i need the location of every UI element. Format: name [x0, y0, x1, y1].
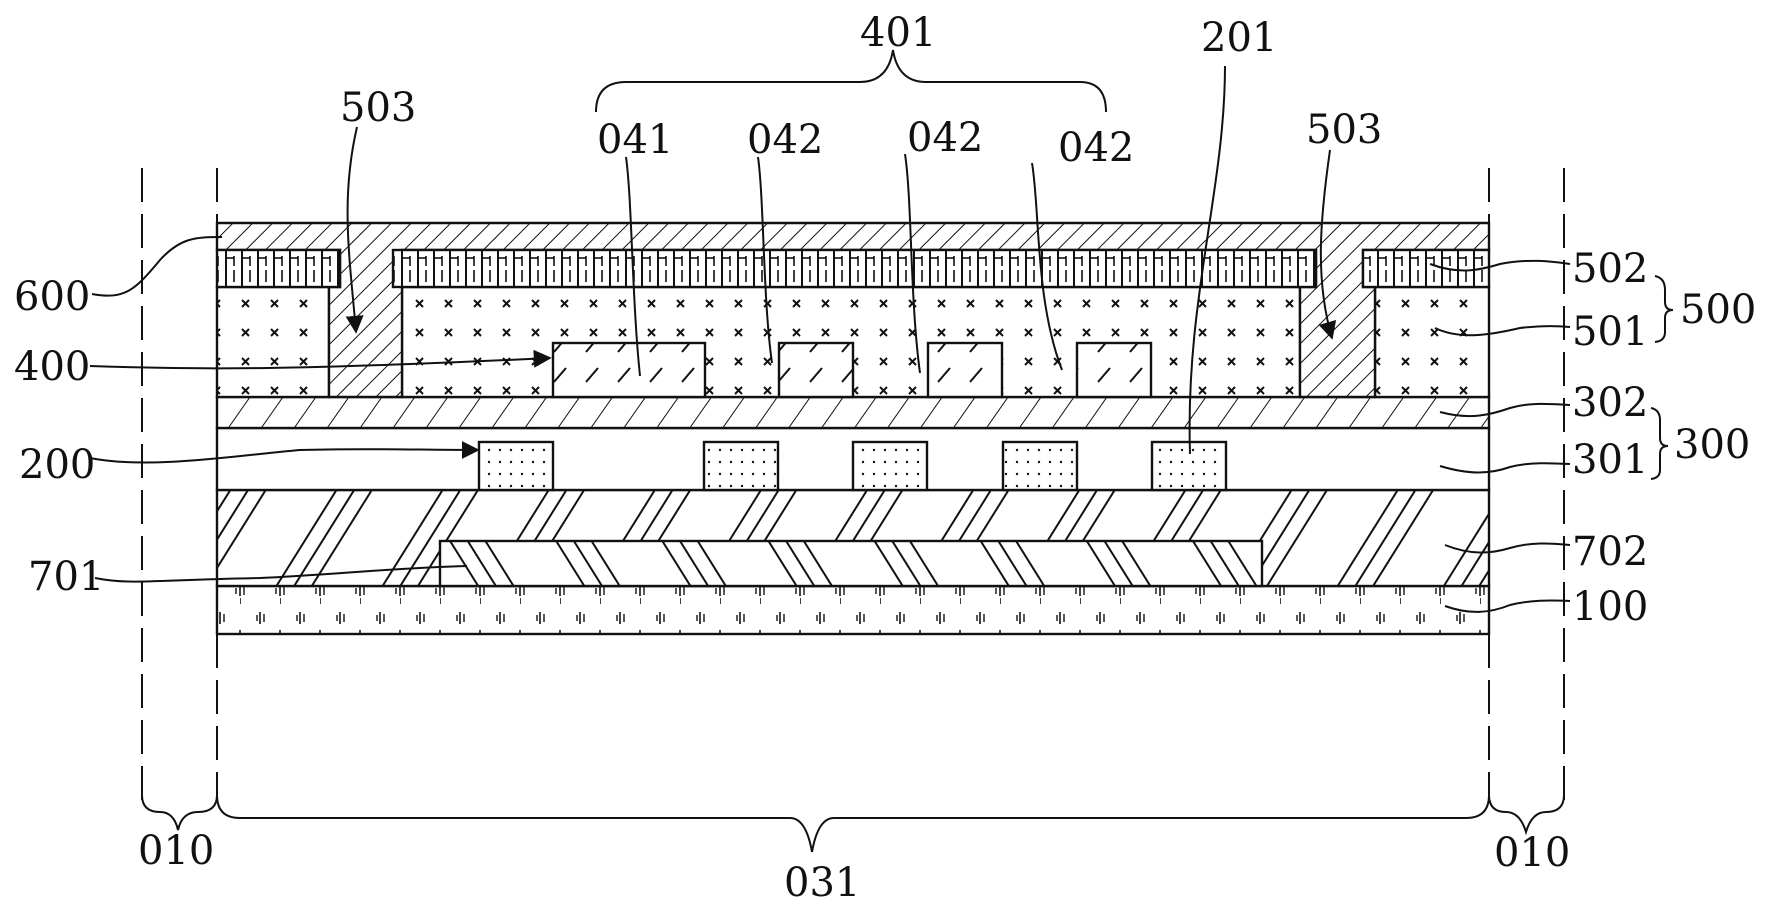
element-200	[477, 440, 555, 492]
brace-010-left	[141, 794, 218, 831]
arrow-503-left	[345, 126, 364, 334]
element-200	[851, 440, 929, 492]
layer-502-left	[215, 248, 342, 289]
label-501: 501	[1572, 309, 1648, 355]
brace-300	[1650, 407, 1669, 480]
label-042: 042	[907, 115, 983, 161]
arrow-503-right	[1318, 149, 1337, 340]
leader-041	[625, 156, 641, 377]
layer-502-right	[1361, 248, 1491, 289]
label-300: 300	[1674, 422, 1750, 468]
label-200: 200	[19, 442, 95, 488]
layer-501-right	[1373, 285, 1491, 399]
element-042	[777, 341, 855, 399]
label-042: 042	[747, 117, 823, 163]
brace-010-right	[1488, 794, 1565, 836]
leader-502	[1429, 259, 1571, 272]
label-010-right: 010	[1494, 830, 1570, 876]
label-503-left: 503	[340, 85, 416, 131]
leader-301	[1439, 462, 1571, 474]
leader-201	[1188, 65, 1226, 455]
label-302: 302	[1572, 380, 1648, 426]
element-200	[1001, 440, 1079, 492]
layer-501-left	[215, 285, 331, 399]
leader-100	[1444, 599, 1571, 613]
label-701: 701	[28, 554, 104, 600]
element-042	[926, 341, 1004, 399]
leader-042	[1031, 162, 1063, 371]
leader-702	[1444, 542, 1571, 554]
layer-302	[215, 395, 1491, 430]
leader-701	[94, 565, 468, 583]
layer-502-center	[391, 248, 1318, 289]
label-010-left: 010	[138, 828, 214, 874]
element-042	[1075, 341, 1153, 399]
label-100: 100	[1572, 584, 1648, 630]
label-400: 400	[14, 344, 90, 390]
label-301: 301	[1572, 437, 1648, 483]
element-041	[551, 341, 707, 399]
brace-500	[1654, 275, 1674, 343]
label-201: 201	[1201, 15, 1277, 61]
leader-501	[1434, 325, 1571, 337]
layer-701	[438, 539, 1264, 588]
leader-302	[1439, 402, 1571, 418]
element-200	[702, 440, 780, 492]
label-503-right: 503	[1306, 107, 1382, 153]
label-600: 600	[14, 274, 90, 320]
brace-031	[216, 794, 1490, 853]
label-401: 401	[860, 10, 936, 56]
brace-401	[595, 49, 1107, 113]
leader-042	[904, 153, 921, 374]
label-702: 702	[1572, 529, 1648, 575]
layer-100-substrate	[215, 584, 1491, 636]
leader-042	[757, 156, 773, 364]
arrow-200	[89, 440, 480, 464]
label-041: 041	[597, 117, 673, 163]
arrow-400	[89, 349, 552, 370]
label-042: 042	[1058, 125, 1134, 171]
label-031: 031	[784, 860, 860, 906]
label-502: 502	[1572, 246, 1648, 292]
leader-600	[91, 236, 223, 297]
label-500: 500	[1680, 287, 1756, 333]
